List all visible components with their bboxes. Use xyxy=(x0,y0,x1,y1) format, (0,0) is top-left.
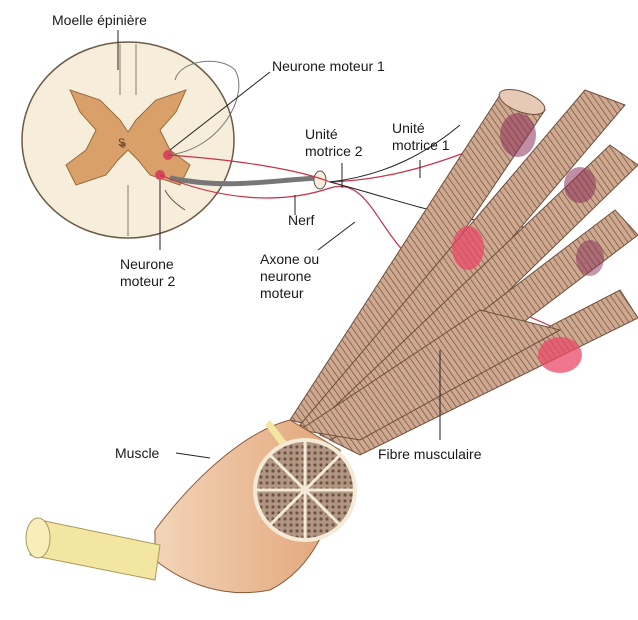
label-unite-motrice-2-line1: Unité xyxy=(305,126,338,143)
end-plate-3 xyxy=(576,240,604,276)
end-plate-5 xyxy=(538,337,582,373)
muscle-belly xyxy=(26,420,355,593)
label-moelle-epiniere: Moelle épinière xyxy=(52,12,147,29)
fascicle-septa xyxy=(255,440,355,540)
leader-axone xyxy=(318,222,355,250)
leader-muscle xyxy=(176,453,210,458)
end-plate-1 xyxy=(500,113,536,157)
label-neurone-moteur-2-line1: Neurone xyxy=(120,256,174,273)
label-muscle: Muscle xyxy=(115,445,159,462)
tendon-end xyxy=(26,518,50,558)
label-unite-motrice-2-line2: motrice 2 xyxy=(305,143,363,160)
label-axone-line1: Axone ou xyxy=(260,251,319,268)
label-neurone-moteur-1: Neurone moteur 1 xyxy=(272,58,385,75)
label-fibre-musculaire: Fibre musculaire xyxy=(378,446,481,463)
spinal-cord-section xyxy=(22,42,234,238)
label-neurone-moteur-2-line2: moteur 2 xyxy=(120,273,175,290)
end-plate-4 xyxy=(452,226,484,270)
end-plate-2 xyxy=(564,167,596,203)
label-spinal-center: S xyxy=(118,135,125,152)
label-unite-motrice-1-line2: motrice 1 xyxy=(392,137,450,154)
label-axone-line3: moteur xyxy=(260,285,304,302)
label-axone-line2: neurone xyxy=(260,268,311,285)
label-unite-motrice-1-line1: Unité xyxy=(392,120,425,137)
tendon xyxy=(30,520,160,580)
label-nerf: Nerf xyxy=(288,212,314,229)
